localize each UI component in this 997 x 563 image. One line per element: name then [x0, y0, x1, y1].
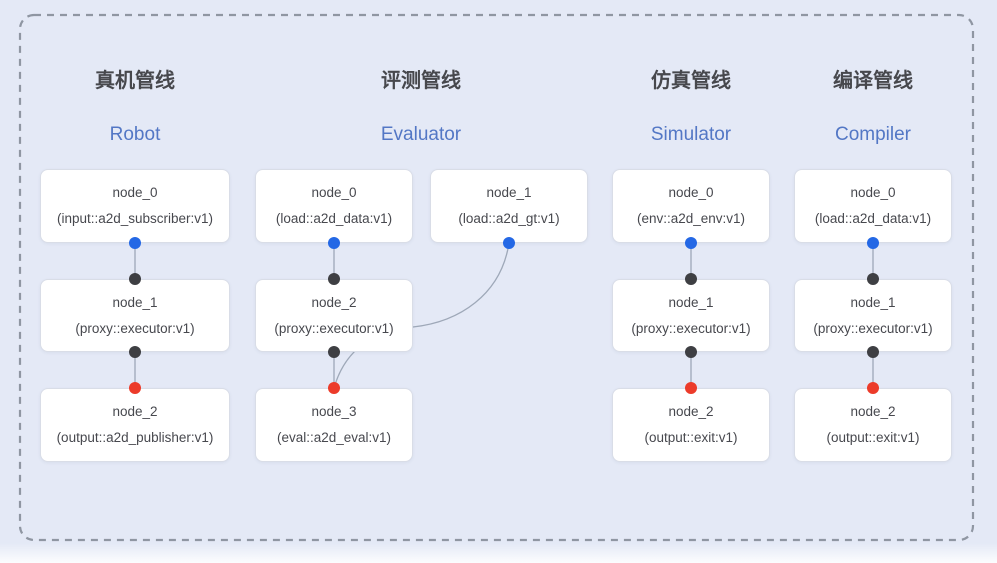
node-box-compiler-node_0: node_0 (load::a2d_data:v1)	[794, 169, 952, 243]
node-name-label: node_1	[850, 294, 896, 310]
node-type-label: (input::a2d_subscriber:v1)	[56, 211, 214, 226]
node-type-label: (load::a2d_data:v1)	[275, 211, 393, 226]
node-box-evaluator-node_2: node_2 (proxy::executor:v1)	[255, 279, 413, 352]
node-box-robot-node_1: node_1 (proxy::executor:v1)	[40, 279, 230, 352]
node-box-compiler-node_1: node_1 (proxy::executor:v1)	[794, 279, 952, 352]
node-type-label: (proxy::executor:v1)	[813, 320, 933, 336]
node-type-label: (eval::a2d_eval:v1)	[276, 430, 392, 445]
node-type-label: (load::a2d_data:v1)	[814, 211, 932, 226]
port-red-dot-robot	[129, 382, 141, 394]
node-type-label: (output::a2d_publisher:v1)	[56, 430, 214, 445]
port-black-dot-compiler-in	[867, 273, 879, 285]
node-box-evaluator-node_0: node_0 (load::a2d_data:v1)	[255, 169, 413, 243]
node-type-label: (output::exit:v1)	[644, 430, 738, 445]
port-blue-dot-evaluator-gt	[503, 237, 515, 249]
pipeline-title-simulator: 仿真管线	[651, 70, 731, 92]
node-name-label: node_2	[668, 404, 714, 419]
dashed-boundary	[18, 13, 975, 542]
node-type-label: (output::exit:v1)	[826, 430, 920, 445]
port-blue-dot-simulator	[685, 237, 697, 249]
node-type-label: (load::a2d_gt:v1)	[458, 211, 560, 226]
node-type-label: (env::a2d_env:v1)	[636, 211, 746, 226]
node-name-label: node_0	[112, 185, 158, 200]
node-name-label: node_0	[668, 185, 714, 200]
pipeline-subtitle-compiler: Compiler	[834, 124, 912, 145]
port-black-dot-simulator-in	[685, 273, 697, 285]
node-name-label: node_1	[486, 185, 532, 200]
port-black-dot-evaluator-in	[328, 273, 340, 285]
port-black-dot-robot-in	[129, 273, 141, 285]
node-name-label: node_3	[311, 404, 357, 419]
node-name-label: node_2	[311, 294, 357, 310]
node-box-evaluator-node_3: node_3 (eval::a2d_eval:v1)	[255, 388, 413, 462]
node-name-label: node_0	[850, 185, 896, 200]
pipeline-title-robot: 真机管线	[95, 70, 175, 92]
pipeline-title-compiler: 编译管线	[833, 70, 913, 92]
pipeline-title-evaluator: 评测管线	[381, 70, 461, 92]
port-black-dot-compiler-out	[867, 346, 879, 358]
port-blue-dot-compiler	[867, 237, 879, 249]
port-black-dot-robot-out	[129, 346, 141, 358]
port-blue-dot-robot	[129, 237, 141, 249]
node-type-label: (proxy::executor:v1)	[274, 320, 394, 336]
port-black-dot-evaluator-out	[328, 346, 340, 358]
node-box-evaluator-node_1: node_1 (load::a2d_gt:v1)	[430, 169, 588, 243]
port-black-dot-simulator-out	[685, 346, 697, 358]
node-type-label: (proxy::executor:v1)	[631, 320, 751, 336]
node-name-label: node_1	[668, 294, 714, 310]
pipeline-subtitle-robot: Robot	[109, 124, 161, 145]
port-red-dot-compiler	[867, 382, 879, 394]
port-red-dot-simulator	[685, 382, 697, 394]
node-name-label: node_2	[112, 404, 158, 419]
node-name-label: node_2	[850, 404, 896, 419]
node-name-label: node_1	[112, 294, 158, 310]
node-box-simulator-node_0: node_0 (env::a2d_env:v1)	[612, 169, 770, 243]
node-box-robot-node_0: node_0 (input::a2d_subscriber:v1)	[40, 169, 230, 243]
node-box-simulator-node_1: node_1 (proxy::executor:v1)	[612, 279, 770, 352]
pipeline-subtitle-evaluator: Evaluator	[380, 124, 462, 145]
node-box-simulator-node_2: node_2 (output::exit:v1)	[612, 388, 770, 462]
node-box-compiler-node_2: node_2 (output::exit:v1)	[794, 388, 952, 462]
node-type-label: (proxy::executor:v1)	[75, 320, 195, 336]
node-name-label: node_0	[311, 185, 357, 200]
port-red-dot-evaluator	[328, 382, 340, 394]
node-box-robot-node_2: node_2 (output::a2d_publisher:v1)	[40, 388, 230, 462]
port-blue-dot-evaluator	[328, 237, 340, 249]
pipeline-subtitle-simulator: Simulator	[650, 124, 732, 145]
